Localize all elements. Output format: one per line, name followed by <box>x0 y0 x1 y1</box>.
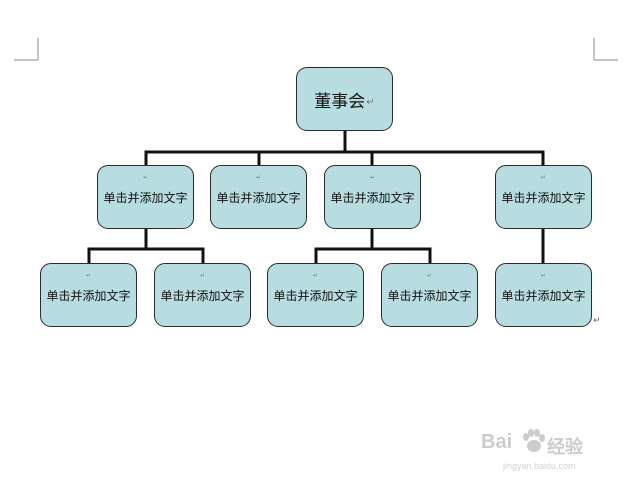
org-node-level1-4[interactable]: ↵ 单击并添加文字 <box>495 165 592 229</box>
node-marker: ↵ <box>85 272 92 279</box>
org-node-label: 单击并添加文字 <box>216 190 301 205</box>
org-node-level2-3[interactable]: ↵ 单击并添加文字 <box>267 263 364 327</box>
watermark-url: jingyan.baidu.com <box>503 461 576 471</box>
org-node-label: 单击并添加文字 <box>273 288 358 303</box>
paragraph-mark-icon: ↵ <box>366 96 375 108</box>
org-node-label: 单击并添加文字 <box>501 288 586 303</box>
node-marker: ↵ <box>540 174 547 181</box>
node-marker: ↵ <box>199 272 206 279</box>
org-node-root[interactable]: 董事会 ↵ <box>296 67 393 131</box>
node-marker: ↵ <box>540 272 547 279</box>
org-node-label: 单击并添加文字 <box>46 288 131 303</box>
org-node-label: 董事会 <box>314 91 366 112</box>
org-node-label: 单击并添加文字 <box>103 190 188 205</box>
org-node-label: 单击并添加文字 <box>330 190 415 205</box>
node-marker: ↵ <box>142 174 149 181</box>
page-corner-top-left <box>14 38 39 61</box>
paw-icon <box>523 429 545 452</box>
org-node-level2-5[interactable]: ↵ 单击并添加文字 <box>495 263 592 327</box>
watermark-logo: Bai 经验 jingyan.baidu.com <box>481 429 601 479</box>
org-node-level1-2[interactable]: ↵ 单击并添加文字 <box>210 165 307 229</box>
page-corner-top-right <box>593 38 618 61</box>
org-node-level2-2[interactable]: ↵ 单击并添加文字 <box>154 263 251 327</box>
org-node-label: 单击并添加文字 <box>387 288 472 303</box>
org-node-level1-1[interactable]: ↵ 单击并添加文字 <box>97 165 194 229</box>
node-marker: ↵ <box>312 272 319 279</box>
org-node-level1-3[interactable]: ↵ 单击并添加文字 <box>324 165 421 229</box>
org-node-label: 单击并添加文字 <box>501 190 586 205</box>
node-marker: ↵ <box>369 174 376 181</box>
watermark-brand-left: Bai <box>481 431 513 453</box>
node-marker: ↵ <box>426 272 433 279</box>
org-node-label: 单击并添加文字 <box>160 288 245 303</box>
watermark-brand-right: 经验 <box>547 437 583 457</box>
paragraph-mark-icon: ↵ <box>593 316 601 326</box>
org-node-level2-4[interactable]: ↵ 单击并添加文字 <box>381 263 478 327</box>
org-node-level2-1[interactable]: ↵ 单击并添加文字 <box>40 263 137 327</box>
node-marker: ↵ <box>255 174 262 181</box>
